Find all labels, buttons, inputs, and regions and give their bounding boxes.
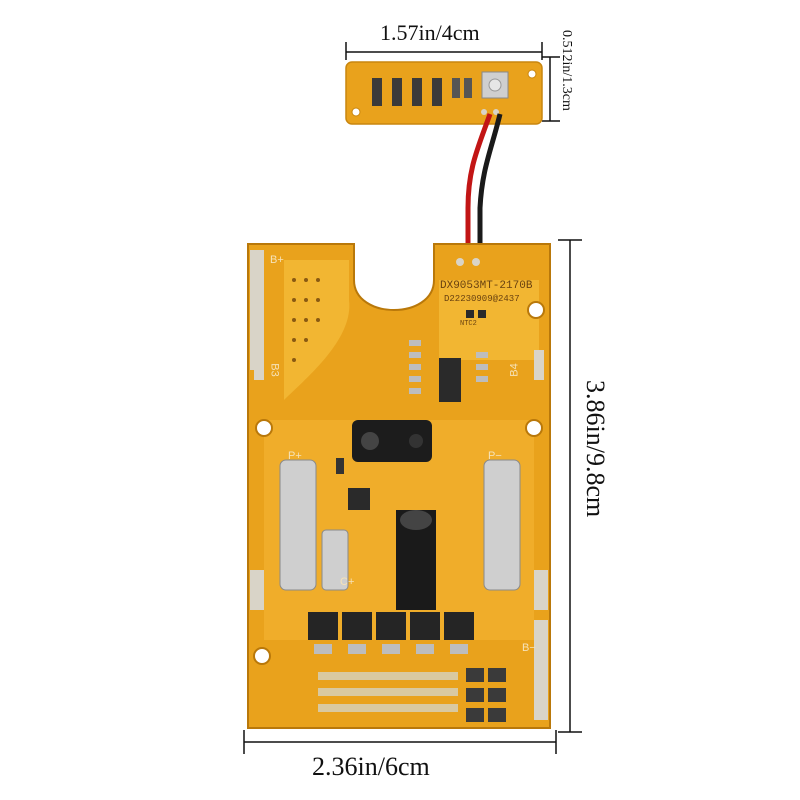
- main-board-height-dimension: [558, 239, 582, 733]
- b4-label: B4: [508, 363, 521, 377]
- bms-main-board: DX9053MT-2170B D22230909@2437 NTC2 B+ B3…: [244, 240, 554, 732]
- ntc-label: NTC2: [460, 320, 477, 328]
- p-minus-label: P−: [488, 450, 502, 462]
- bms-main-board-pcb: [247, 243, 551, 729]
- board-model-label: DX9053MT-2170B: [440, 280, 533, 292]
- main-board-width-dimension: [243, 730, 557, 754]
- indicator-board-pcb: [345, 61, 543, 125]
- b-minus-label: B−: [522, 642, 536, 654]
- small-board-height-dimension: [540, 55, 580, 125]
- connection-wires: [465, 113, 503, 258]
- b-plus-label: B+: [270, 254, 284, 266]
- c-plus-label: C+: [340, 576, 355, 588]
- board-date-code-label: D22230909@2437: [444, 294, 520, 304]
- small-board-height-label: 0.512in/1.3cm: [559, 30, 574, 111]
- small-board-width-dimension: 1.57in/4cm: [344, 20, 544, 60]
- b3-label: B3: [268, 363, 281, 377]
- main-board-width-label: 2.36in/6cm: [312, 752, 430, 781]
- dimension-arrow-vertical: [542, 56, 560, 122]
- small-board-width-label: 1.57in/4cm: [380, 20, 480, 45]
- main-board-height-label: 3.86in/9.8cm: [581, 380, 610, 518]
- p-plus-label: P+: [288, 450, 302, 462]
- indicator-board: [344, 60, 544, 126]
